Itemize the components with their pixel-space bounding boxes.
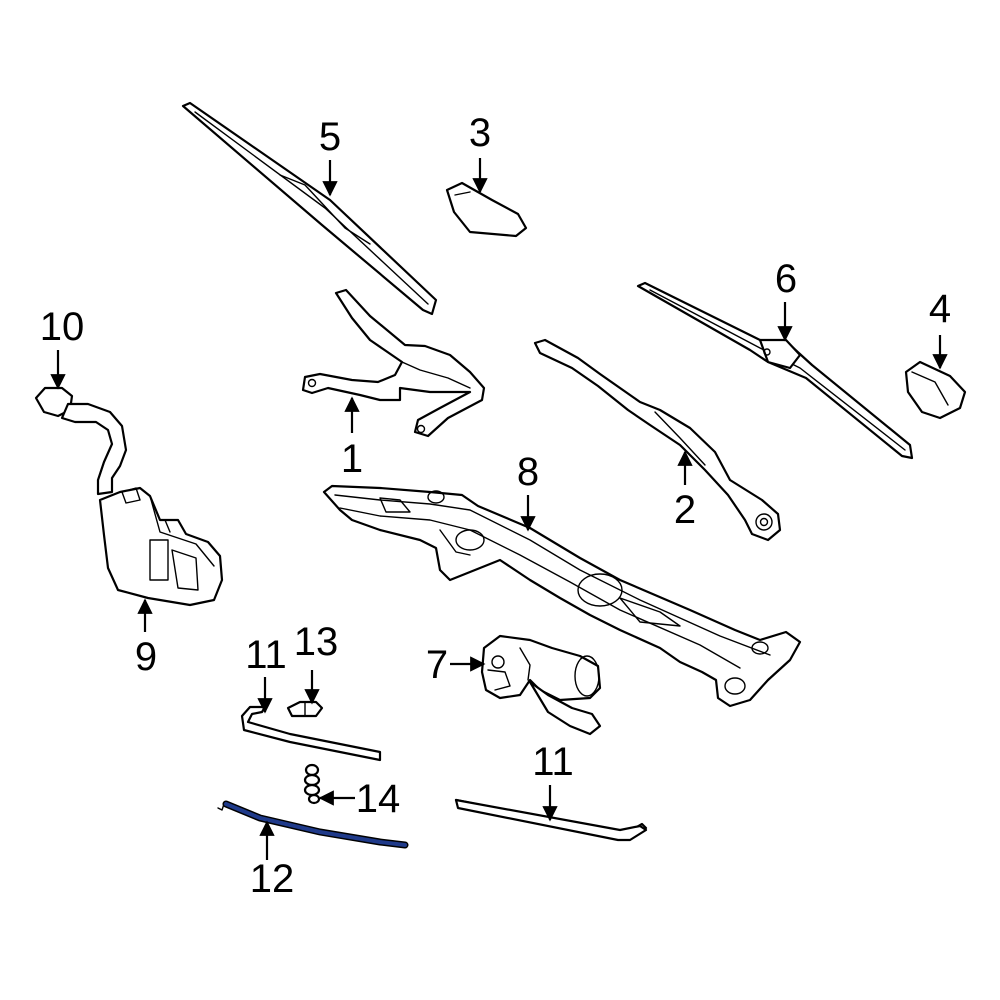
callout-14: 14 bbox=[356, 777, 401, 821]
part-9-washer-reservoir[interactable] bbox=[98, 486, 224, 607]
callout-4: 4 bbox=[929, 287, 951, 331]
part-10-filler-neck[interactable] bbox=[34, 386, 128, 496]
callout-12: 12 bbox=[250, 857, 295, 901]
callout-9: 9 bbox=[135, 635, 157, 679]
part-14-clip[interactable] bbox=[303, 763, 321, 805]
part-7-wiper-motor[interactable] bbox=[480, 634, 602, 736]
callout-7: 7 bbox=[426, 643, 448, 687]
part-5-wiper-blade-left[interactable] bbox=[181, 101, 438, 316]
part-6-wiper-blade-right[interactable] bbox=[636, 281, 914, 460]
part-3-cap[interactable] bbox=[445, 181, 528, 238]
part-4-cap[interactable] bbox=[904, 360, 967, 420]
callout-13: 13 bbox=[294, 620, 339, 664]
callout-11-right: 11 bbox=[532, 740, 574, 784]
part-12-hose-highlighted[interactable] bbox=[217, 800, 409, 849]
callout-11-left: 11 bbox=[245, 633, 287, 677]
callout-5: 5 bbox=[319, 115, 341, 159]
part-1-wiper-arm-left[interactable] bbox=[301, 288, 486, 438]
part-2-wiper-arm-right[interactable] bbox=[533, 338, 782, 542]
callout-8: 8 bbox=[517, 450, 539, 494]
callout-3: 3 bbox=[469, 111, 491, 155]
callout-2: 2 bbox=[674, 488, 696, 532]
callout-1: 1 bbox=[341, 437, 363, 481]
part-13-connector[interactable] bbox=[286, 700, 324, 718]
callout-10: 10 bbox=[40, 305, 85, 349]
callout-6: 6 bbox=[775, 257, 797, 301]
